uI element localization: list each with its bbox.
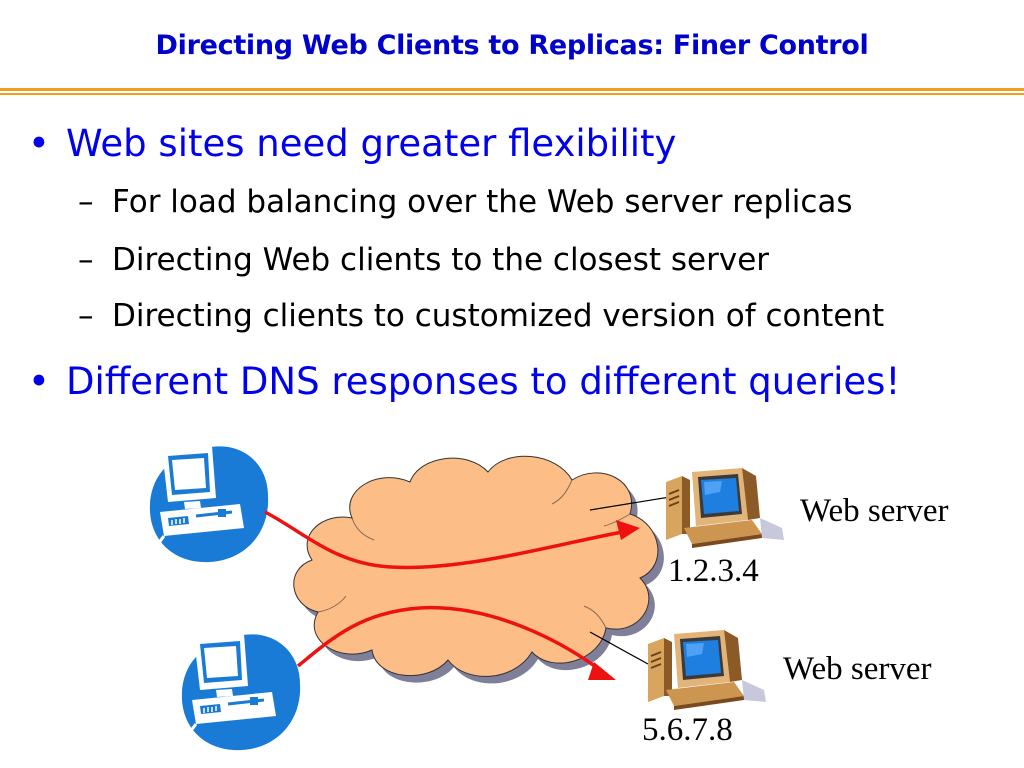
sub-bullet-text: Directing Web clients to the closest ser… <box>112 242 770 278</box>
server-label: Web server <box>800 493 949 529</box>
title-rule <box>0 88 1024 91</box>
computer-icon <box>180 632 302 752</box>
server-icon <box>665 467 785 549</box>
sub-bullet-marker: – <box>78 184 94 220</box>
link-line <box>589 631 649 665</box>
bullet-text: Web sites need greater flexibility <box>66 122 677 165</box>
server-address: 5.6.7.8 <box>642 712 733 748</box>
sub-bullet-item: – For load balancing over the Web server… <box>78 184 853 220</box>
bullet-text: Different DNS responses to different que… <box>66 360 901 403</box>
sub-bullet-marker: – <box>78 242 94 278</box>
sub-bullet-text: Directing clients to customized version … <box>112 298 885 334</box>
server-icon <box>647 629 767 711</box>
server-label: Web server <box>783 651 932 687</box>
bullet-marker: • <box>28 360 50 403</box>
bullet-item: • Different DNS responses to different q… <box>28 360 900 403</box>
computer-icon <box>148 444 270 564</box>
sub-bullet-item: – Directing clients to customized versio… <box>78 298 884 334</box>
link-line <box>589 495 677 511</box>
sub-bullet-item: – Directing Web clients to the closest s… <box>78 242 769 278</box>
arrowhead <box>616 520 640 540</box>
bullet-marker: • <box>28 122 50 165</box>
sub-bullet-text: For load balancing over the Web server r… <box>112 184 853 220</box>
cloud-icon <box>293 455 659 677</box>
route-arrow <box>264 510 623 570</box>
route-arrow <box>296 605 602 672</box>
server-address: 1.2.3.4 <box>668 553 759 589</box>
arrowhead <box>588 662 616 680</box>
slide-title: Directing Web Clients to Replicas: Finer… <box>155 30 869 61</box>
title-rule-thin <box>0 93 1024 95</box>
sub-bullet-marker: – <box>78 298 94 334</box>
bullet-item: • Web sites need greater flexibility <box>28 122 676 165</box>
